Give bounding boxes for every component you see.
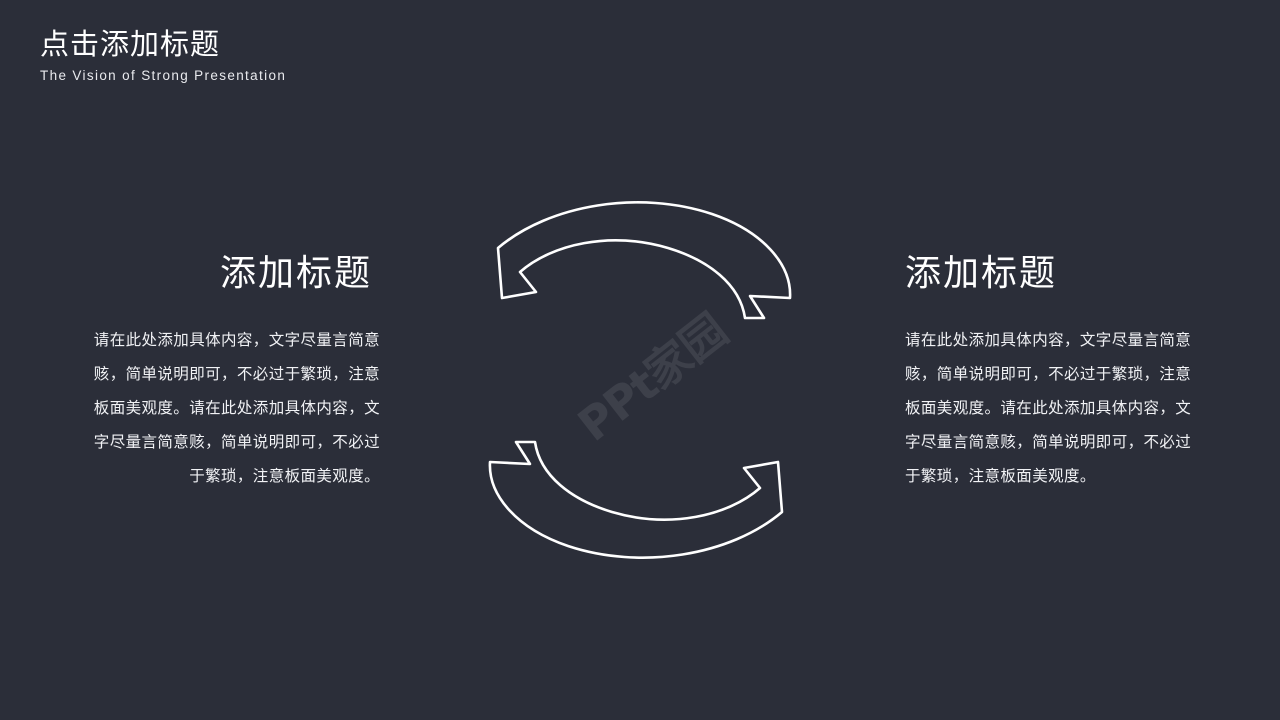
left-column-heading: 添加标题: [219, 252, 372, 293]
slide-header: 点击添加标题 The Vision of Strong Presentation: [40, 28, 560, 84]
page-subtitle: The Vision of Strong Presentation: [40, 68, 287, 83]
bottom-curved-arrow-right-icon: [488, 440, 784, 559]
top-curved-arrow-left-icon: [496, 201, 792, 320]
right-column-body: 请在此处添加具体内容，文字尽量言简意赅，简单说明即可，不必过于繁琐，注意板面美观…: [905, 332, 1192, 485]
cycle-diagram: [440, 180, 840, 580]
right-content-column: 添加标题 请在此处添加具体内容，文字尽量言简意赅，简单说明即可，不必过于繁琐，注…: [905, 250, 1205, 494]
right-column-heading: 添加标题: [905, 252, 1058, 293]
left-column-body: 请在此处添加具体内容，文字尽量言简意赅，简单说明即可，不必过于繁琐，注意板面美观…: [93, 332, 380, 485]
page-title: 点击添加标题: [40, 29, 221, 61]
cycle-diagram-svg: [488, 201, 792, 559]
left-content-column: 添加标题 请在此处添加具体内容，文字尽量言简意赅，简单说明即可，不必过于繁琐，注…: [80, 250, 380, 494]
